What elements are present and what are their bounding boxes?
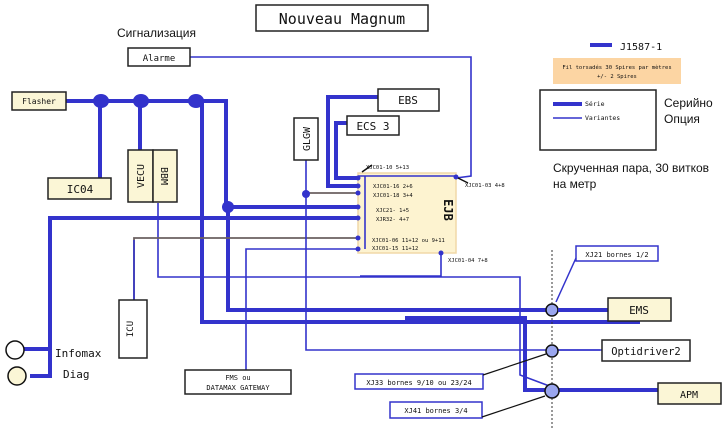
fms-label-1: FMS ou	[225, 374, 250, 382]
twisted-note	[553, 58, 681, 84]
xj21-label-box	[575, 245, 659, 262]
wire-ecs3	[334, 121, 358, 180]
wire-infomax-bus	[48, 216, 358, 349]
ejb-pin-bottom: XJC01-04 7+8	[448, 258, 488, 264]
ebs-box[interactable]	[377, 88, 440, 112]
twisted-note-line1: Fil torsadés 30 Spires par mètres	[562, 64, 671, 71]
wire-apm	[405, 316, 660, 392]
connector-xj33[interactable]	[545, 344, 559, 358]
arrow-icon	[555, 257, 577, 303]
ecs3-box[interactable]	[346, 115, 400, 136]
legend-serie-label: Série	[585, 100, 605, 108]
legend-box	[539, 89, 657, 151]
legend-j1587-label: J1587-1	[620, 42, 662, 53]
fms-label-2: DATAMAX GATEWAY	[206, 384, 270, 392]
ejb-box[interactable]	[357, 172, 457, 254]
junction-dot	[188, 94, 204, 108]
ic04-box[interactable]	[47, 177, 112, 200]
arrow-icon	[481, 395, 546, 418]
diag-socket-icon[interactable]	[7, 366, 27, 386]
legend-variantes-label: Variantes	[585, 114, 620, 122]
junction-dot	[133, 94, 149, 108]
wire-alarme	[190, 56, 472, 179]
wire-ebs	[326, 95, 382, 188]
wire-ems-2	[226, 207, 610, 312]
wire-ejb-bottom	[360, 253, 442, 277]
flasher-box[interactable]	[11, 91, 67, 111]
vecu-box[interactable]	[127, 149, 154, 203]
icu-box[interactable]	[118, 299, 148, 359]
legend-serie-ru: Серийно	[664, 96, 713, 110]
infomax-socket-icon[interactable]	[5, 340, 25, 360]
xj21-label: XJ21 bornes 1/2	[585, 251, 648, 259]
wire-fms	[245, 248, 358, 370]
alarme-box[interactable]	[127, 47, 191, 67]
diag-label: Diag	[63, 368, 90, 381]
wire-glgw-opti	[305, 160, 600, 351]
bbm-label: BBM	[158, 167, 169, 185]
arrow-icon	[361, 164, 373, 173]
flasher-label: Flasher	[22, 97, 56, 106]
fms-box[interactable]	[184, 369, 292, 395]
alarme-label: Alarme	[143, 54, 176, 64]
title: Nouveau Magnum	[279, 10, 405, 28]
optidriver-box[interactable]	[601, 339, 691, 362]
xj41-label-box	[389, 401, 483, 419]
ejb-pin-top-right: XJC01-03 4+8	[465, 183, 505, 189]
apm-box[interactable]	[657, 382, 722, 405]
apm-label: APM	[680, 390, 698, 401]
ejb-pin: XJC21- 1+5	[376, 208, 409, 214]
ejb-pin: XJC01-06 11+12 ou 9+11	[372, 238, 445, 244]
wire-diag	[30, 349, 52, 378]
arrow-icon	[457, 177, 469, 184]
junction-dot	[222, 201, 234, 213]
ejb-pin-top-left: XJC01-10 5+13	[366, 165, 409, 171]
ems-label: EMS	[629, 304, 649, 317]
twisted-ru-line2: на метр	[553, 177, 597, 191]
ebs-label: EBS	[398, 94, 418, 107]
signal-caption: Сигнализация	[117, 26, 196, 40]
ejb-pin: XJC01-15 11+12	[372, 246, 418, 252]
xj41-label: XJ41 bornes 3/4	[404, 407, 467, 415]
twisted-note-line2: +/- 2 Spires	[597, 74, 637, 80]
connector-xj21[interactable]	[545, 303, 559, 317]
ejb-pin: XJR32- 4+7	[376, 217, 409, 223]
vecu-label: VECU	[136, 164, 147, 188]
ejb-pin: XJC01-18 3+4	[373, 193, 413, 199]
icu-label: ICU	[126, 321, 136, 337]
xj33-label-box	[354, 373, 484, 390]
ejb-pin: XJC01-16 2+6	[373, 184, 413, 190]
ems-box[interactable]	[607, 297, 672, 322]
arrow-icon	[482, 353, 547, 376]
bbm-box[interactable]	[152, 149, 178, 203]
optidriver-label: Optidriver2	[611, 346, 681, 358]
legend-option-ru: Опция	[664, 112, 700, 126]
ecs3-label: ECS 3	[356, 120, 389, 133]
ic04-label: IC04	[67, 183, 94, 196]
wire-ems	[200, 101, 640, 324]
glgw-box[interactable]	[293, 117, 319, 161]
connector-xj41[interactable]	[544, 383, 560, 399]
ejb-label: EJB	[441, 199, 455, 221]
wire-bbm	[157, 203, 561, 391]
junction-dot	[302, 190, 310, 198]
junction-dot	[93, 94, 109, 108]
twisted-ru-line1: Скрученная пара, 30 витков	[553, 161, 709, 175]
glgw-label: GLGW	[302, 126, 313, 151]
xj33-label: XJ33 bornes 9/10 ou 23/24	[366, 379, 471, 387]
title-box	[255, 4, 429, 32]
infomax-label: Infomax	[55, 347, 102, 360]
